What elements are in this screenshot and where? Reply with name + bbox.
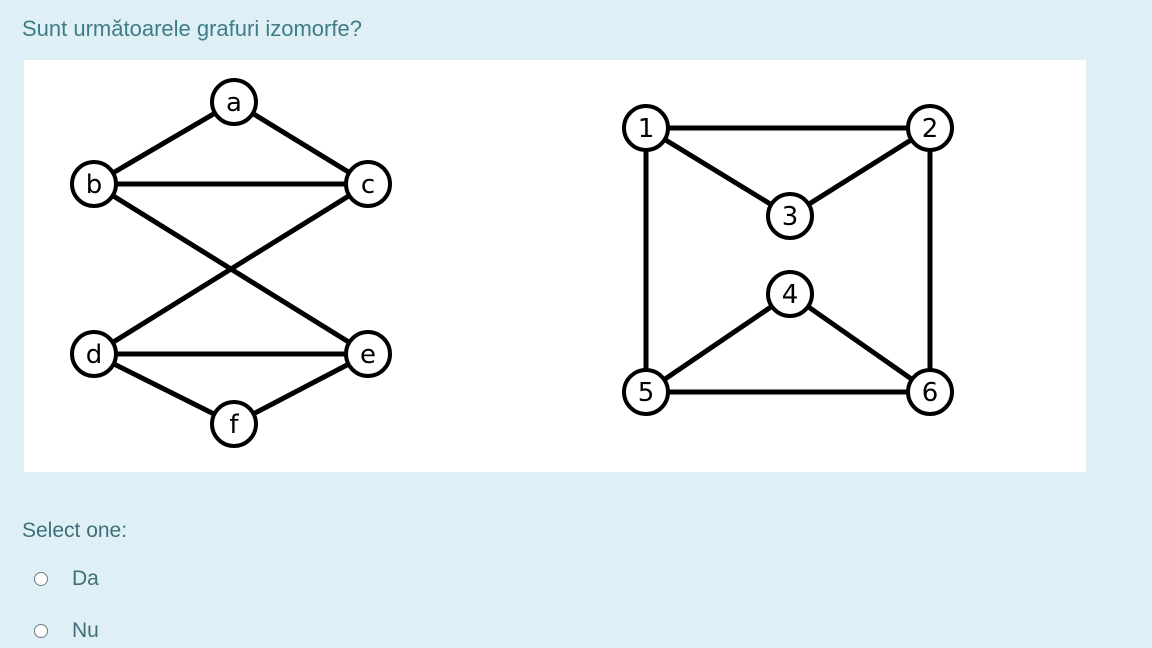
edge-a-b bbox=[91, 99, 237, 187]
graphs-svg: a b c d e f 1 2 3 4 5 6 bbox=[70, 78, 954, 448]
node-label-2: 2 bbox=[922, 114, 939, 144]
edge-2-3 bbox=[787, 125, 933, 219]
node-label-6: 6 bbox=[922, 378, 939, 408]
node-c bbox=[344, 160, 392, 208]
option-da-label: Da bbox=[72, 567, 99, 590]
node-4 bbox=[766, 270, 814, 318]
node-f bbox=[210, 400, 258, 448]
node-label-e: e bbox=[360, 340, 376, 370]
select-one-label: Select one: bbox=[22, 519, 128, 542]
node-label-5: 5 bbox=[638, 378, 655, 408]
node-1 bbox=[622, 104, 670, 152]
graph-right: 1 2 3 4 5 6 bbox=[622, 104, 954, 416]
edge-d-f bbox=[91, 351, 237, 427]
option-nu[interactable]: Nu bbox=[34, 616, 99, 646]
node-label-3: 3 bbox=[782, 202, 799, 232]
node-d bbox=[70, 330, 118, 378]
edge-4-6 bbox=[787, 291, 933, 395]
question-text: Sunt următoarele grafuri izomorfe? bbox=[22, 16, 362, 41]
node-b bbox=[70, 160, 118, 208]
node-label-b: b bbox=[86, 170, 103, 200]
node-a bbox=[210, 78, 258, 126]
node-label-a: a bbox=[226, 88, 242, 118]
graph-left: a b c d e f bbox=[70, 78, 392, 448]
edge-4-5 bbox=[643, 291, 793, 395]
radio-nu-icon[interactable] bbox=[34, 624, 48, 638]
edge-c-d bbox=[91, 181, 371, 357]
node-2 bbox=[906, 104, 954, 152]
option-da[interactable]: Da bbox=[34, 564, 99, 594]
radio-da-icon[interactable] bbox=[34, 572, 48, 586]
node-e bbox=[344, 330, 392, 378]
node-5 bbox=[622, 368, 670, 416]
node-6 bbox=[906, 368, 954, 416]
node-3 bbox=[766, 192, 814, 240]
node-label-c: c bbox=[361, 170, 375, 200]
option-nu-label: Nu bbox=[72, 619, 99, 642]
node-label-1: 1 bbox=[638, 114, 655, 144]
edge-a-c bbox=[231, 99, 371, 187]
edge-e-f bbox=[231, 351, 371, 427]
edge-1-3 bbox=[643, 125, 793, 219]
node-label-f: f bbox=[229, 410, 239, 440]
node-label-d: d bbox=[86, 340, 103, 370]
graph-figure: a b c d e f 1 2 3 4 5 6 bbox=[24, 60, 1086, 472]
node-label-4: 4 bbox=[782, 280, 799, 310]
